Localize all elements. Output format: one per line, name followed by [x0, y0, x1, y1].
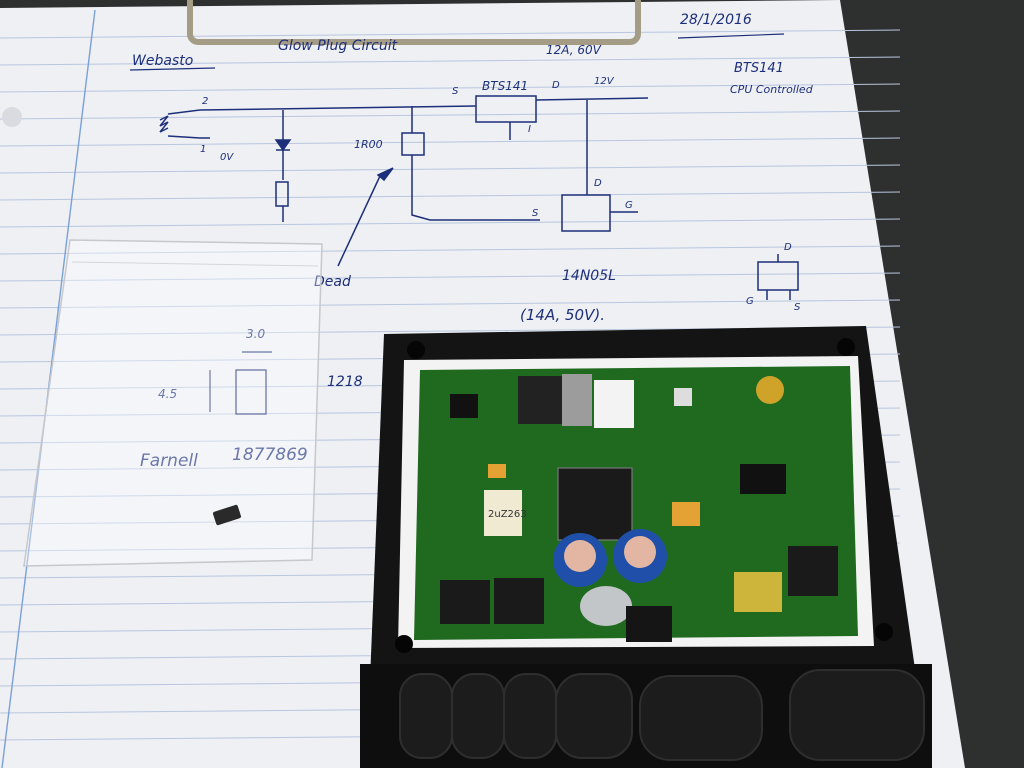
- svg-text:0V: 0V: [220, 152, 234, 163]
- fet-middle: [494, 578, 544, 624]
- svg-text:S: S: [794, 302, 801, 313]
- label-resistor: 1R00: [354, 138, 383, 151]
- package-code: 1218: [327, 374, 363, 390]
- microcontroller: [557, 467, 633, 541]
- note-switch-notes-1: BTS141: [734, 61, 784, 76]
- ruled-line: [0, 191, 901, 201]
- package-outline: [235, 369, 267, 415]
- ruled-line: [0, 29, 901, 39]
- dim-width: 3.0: [246, 327, 265, 341]
- controller-housing: 2uZ263: [360, 326, 932, 750]
- note-heading-rating: 12A, 60V: [546, 43, 602, 57]
- power-transistor-top: [518, 376, 562, 424]
- smd-resistor: [212, 504, 242, 526]
- handwritten-notes: 28/1/2016 Webasto Glow Plug Circuit 12A,…: [129, 12, 814, 471]
- svg-text:I: I: [528, 124, 531, 135]
- ruled-line: [0, 110, 901, 120]
- pcb-board: [414, 366, 858, 640]
- svg-text:G: G: [625, 200, 633, 211]
- plastic-bag: [23, 239, 323, 567]
- punch-hole: [2, 107, 22, 127]
- note-heading: Glow Plug Circuit: [278, 38, 398, 54]
- white-chip-label: 2uZ263: [488, 509, 527, 520]
- dim-height: 4.5: [158, 387, 177, 401]
- bts141-symbol: [475, 95, 537, 123]
- label-fet-part: 14N05L: [562, 268, 616, 284]
- white-chip: [484, 490, 522, 536]
- svg-text:S: S: [532, 208, 539, 219]
- mosfet-symbol: [561, 194, 611, 232]
- clipboard-clip: [187, 0, 641, 45]
- zener-resistor: [275, 181, 289, 207]
- label-switch-part: BTS141: [482, 79, 528, 93]
- schematic-diagram: [159, 95, 799, 300]
- ruled-line: [0, 245, 901, 255]
- fet-right: [788, 546, 838, 596]
- ruled-line: [0, 299, 901, 309]
- svg-text:D: D: [552, 80, 560, 91]
- ruled-line: [0, 164, 901, 174]
- svg-text:S: S: [452, 86, 459, 97]
- svg-text:D: D: [784, 242, 792, 253]
- supplier-name: Farnell: [140, 451, 198, 471]
- connector-block: [360, 664, 932, 768]
- resistor-1r00: [401, 132, 425, 156]
- fet-left: [440, 580, 490, 624]
- pin-labels: S D 12V I D G S 2 1 0V D G S: [200, 76, 801, 313]
- ruled-line: [0, 137, 901, 147]
- label-dead: Dead: [314, 274, 351, 290]
- label-fet-rating: (14A, 50V).: [520, 306, 605, 324]
- order-code: 1877869: [232, 445, 308, 465]
- svg-text:D: D: [594, 178, 602, 189]
- svg-text:G: G: [746, 296, 754, 307]
- svg-text:2: 2: [202, 96, 208, 107]
- svg-text:12V: 12V: [594, 76, 615, 87]
- note-brand: Webasto: [132, 53, 193, 69]
- note-date: 28/1/2016: [680, 12, 752, 28]
- note-switch-notes-2: CPU Controlled: [730, 83, 814, 96]
- ruled-line: [0, 272, 901, 282]
- ruled-line: [0, 218, 901, 228]
- ruled-line: [0, 56, 901, 66]
- ruled-line: [0, 83, 901, 93]
- svg-text:1: 1: [200, 144, 206, 155]
